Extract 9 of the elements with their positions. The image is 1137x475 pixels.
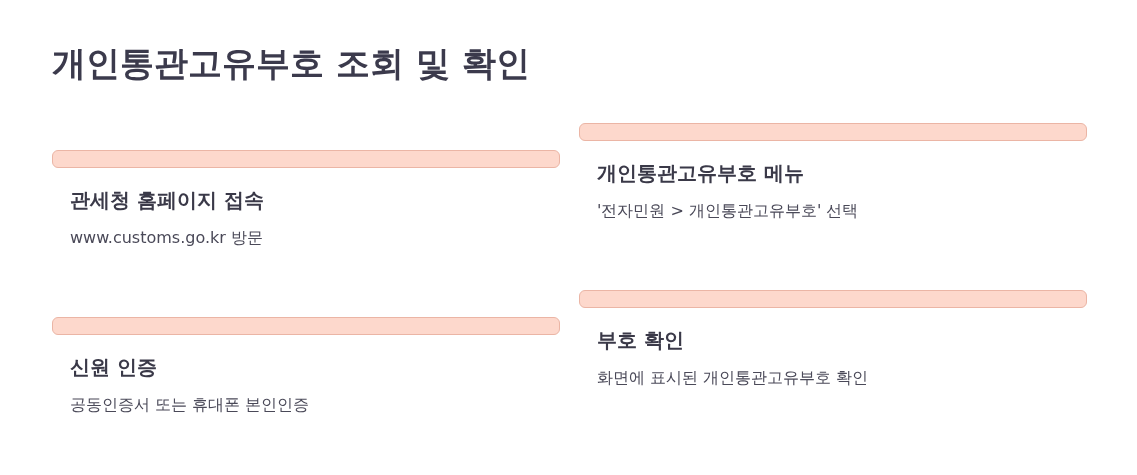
diagram-title: 개인통관고유부호 조회 및 확인 [52, 42, 530, 85]
step-description: '전자민원 > 개인통관고유부호' 선택 [597, 200, 859, 222]
step-heading: 부호 확인 [597, 327, 684, 354]
step-description: 화면에 표시된 개인통관고유부호 확인 [597, 367, 869, 389]
step-description: www.customs.go.kr 방문 [70, 227, 263, 249]
step-heading: 개인통관고유부호 메뉴 [597, 160, 804, 187]
step-heading: 관세청 홈페이지 접속 [70, 187, 264, 214]
step-description: 공동인증서 또는 휴대폰 본인인증 [70, 394, 310, 416]
step-heading: 신원 인증 [70, 354, 157, 381]
